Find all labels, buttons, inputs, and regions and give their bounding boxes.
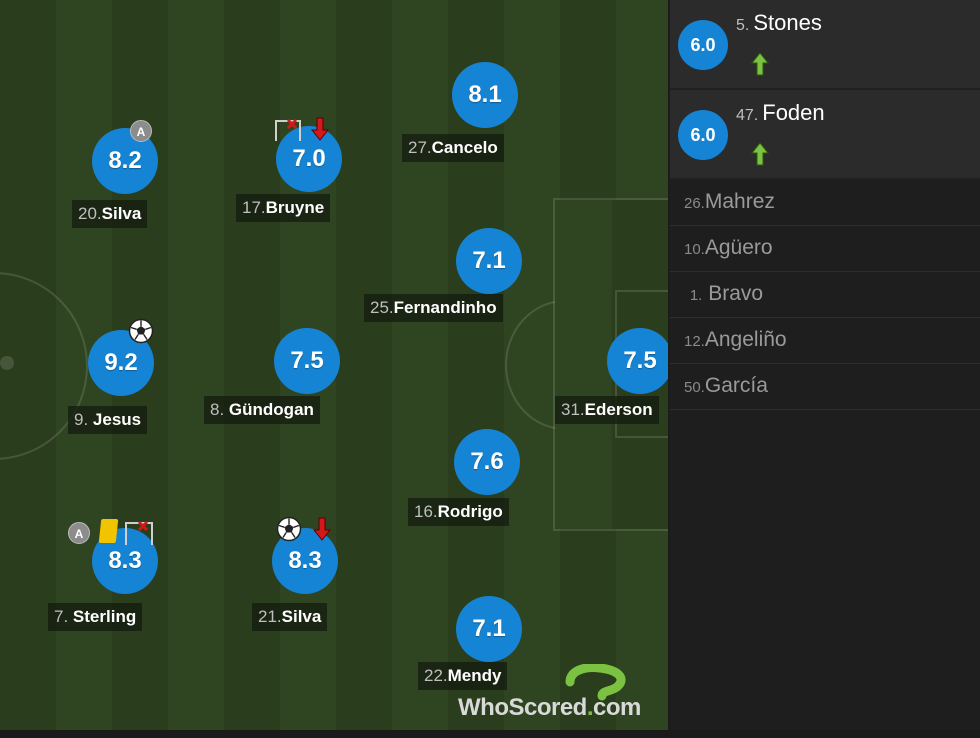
missed-chance-icon — [124, 520, 154, 546]
player-silva-21[interactable]: 8.3 21.Silva — [252, 514, 412, 634]
player-name: Jesus — [92, 410, 142, 429]
player-number: 9. — [74, 410, 89, 429]
player-number: 25. — [370, 298, 394, 317]
player-number: 10. — [684, 241, 705, 258]
player-name-tag: 8. Gündogan — [204, 396, 320, 424]
logo-text: WhoScored.com — [458, 694, 641, 721]
player-name-tag: 9. Jesus — [68, 406, 148, 434]
player-number: 26. — [684, 195, 705, 212]
whoscored-logo: WhoScored.com — [458, 664, 658, 726]
player-number: 50. — [684, 379, 705, 396]
sub-out-icon — [310, 116, 330, 142]
player-rating: 7.1 — [456, 596, 522, 662]
sub-out-icon — [312, 516, 332, 542]
player-rating: 8.1 — [452, 62, 518, 128]
player-name: Foden — [762, 100, 825, 125]
player-name: Silva — [101, 204, 142, 223]
player-cancelo-27[interactable]: 8.1 27.Cancelo — [402, 60, 562, 180]
player-rodrigo-16[interactable]: 7.6 16.Rodrigo — [408, 427, 568, 547]
player-name: Silva — [281, 607, 322, 626]
player-name: Gündogan — [228, 400, 314, 419]
player-gundogan-8[interactable]: 7.5 8. Gündogan — [204, 326, 364, 446]
player-number: 22. — [424, 666, 448, 685]
player-name: Stones — [753, 10, 822, 35]
sub-in-icon — [750, 52, 770, 76]
player-name-tag: 17.Bruyne — [236, 194, 331, 222]
assist-icon: A — [130, 120, 152, 142]
assist-icon: A — [68, 522, 90, 544]
player-rating: 7.0 — [276, 126, 342, 192]
player-name: Fernandinho — [393, 298, 497, 317]
player-number: 20. — [78, 204, 102, 223]
player-name: Bruyne — [265, 198, 325, 217]
player-jesus-9[interactable]: 9.2 9. Jesus — [62, 316, 222, 436]
bench-row-angelino[interactable]: 12.Angeliño — [670, 318, 980, 364]
player-name-tag: 7. Sterling — [48, 603, 143, 631]
player-name: Bravo — [708, 282, 764, 305]
player-name: García — [704, 374, 768, 397]
player-fernandinho-25[interactable]: 7.1 25.Fernandinho — [364, 226, 524, 346]
bench-row-bravo[interactable]: 1. Bravo — [670, 272, 980, 318]
player-rating: 6.0 — [678, 20, 728, 70]
bottom-band — [0, 730, 980, 738]
sub-in-icon — [750, 142, 770, 166]
player-name-tag: 22.Mendy — [418, 662, 508, 690]
bench-row-aguero[interactable]: 10.Agüero — [670, 226, 980, 272]
sub-row-foden[interactable]: 6.0 47.Foden — [670, 90, 980, 180]
player-number: 27. — [408, 138, 432, 157]
player-name: Sterling — [72, 607, 137, 626]
bench-row-mahrez[interactable]: 26.Mahrez — [670, 180, 980, 226]
player-name-tag: 16.Rodrigo — [408, 498, 509, 526]
player-name: Ederson — [584, 400, 653, 419]
player-number: 5. — [736, 17, 750, 34]
player-silva-20[interactable]: 8.2 A 20.Silva — [72, 120, 232, 240]
player-name-tag: 20.Silva — [72, 200, 148, 228]
pitch: 8.2 A 20.Silva 7.0 17.Bruyne 8.1 27.Canc… — [0, 0, 668, 730]
player-mendy-22[interactable]: 7.1 22.Mendy — [418, 594, 578, 714]
missed-chance-icon — [274, 118, 302, 142]
player-number: 7. — [54, 607, 69, 626]
player-number: 12. — [684, 333, 705, 350]
player-ederson-31[interactable]: 7.5 31.Ederson — [555, 326, 668, 446]
player-rating: 7.1 — [456, 228, 522, 294]
player-number: 31. — [561, 400, 585, 419]
player-name: Rodrigo — [437, 502, 503, 521]
sub-name: 47.Foden — [736, 100, 825, 126]
sub-row-stones[interactable]: 6.0 5.Stones — [670, 0, 980, 90]
player-name: Cancelo — [431, 138, 498, 157]
yellow-card-icon — [98, 519, 119, 543]
player-number: 1. — [689, 287, 703, 304]
player-name: Mahrez — [704, 190, 775, 213]
player-rating: 7.6 — [454, 429, 520, 495]
player-name: Agüero — [704, 236, 773, 259]
player-number: 8. — [210, 400, 225, 419]
player-bruyne-17[interactable]: 7.0 17.Bruyne — [232, 114, 392, 234]
player-sterling-7[interactable]: 8.3 A 7. Sterling — [48, 516, 208, 636]
player-number: 16. — [414, 502, 438, 521]
player-name-tag: 25.Fernandinho — [364, 294, 503, 322]
player-name-tag: 21.Silva — [252, 603, 328, 631]
player-name-tag: 27.Cancelo — [402, 134, 504, 162]
substitutes-panel: 6.0 5.Stones 6.0 47.Foden 26.Mahrez 10.A… — [670, 0, 980, 730]
player-number: 17. — [242, 198, 266, 217]
player-number: 21. — [258, 607, 282, 626]
player-rating: 7.5 — [607, 328, 668, 394]
goal-ball-icon — [128, 318, 154, 344]
player-name-tag: 31.Ederson — [555, 396, 659, 424]
player-number: 47. — [736, 107, 759, 124]
bench-row-garcia[interactable]: 50.García — [670, 364, 980, 410]
player-rating: 7.5 — [274, 328, 340, 394]
player-name: Angeliño — [704, 328, 787, 351]
sub-name: 5.Stones — [736, 10, 822, 36]
player-rating: 6.0 — [678, 110, 728, 160]
centre-spot — [0, 356, 14, 370]
penalty-area — [553, 198, 668, 531]
goal-ball-icon — [276, 516, 302, 542]
player-name: Mendy — [447, 666, 502, 685]
